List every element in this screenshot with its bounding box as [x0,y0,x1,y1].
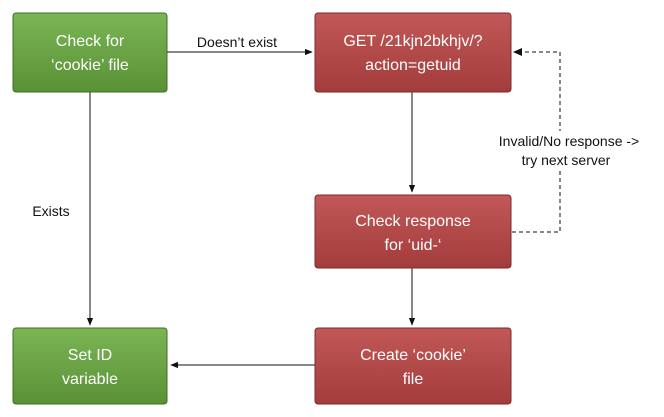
node-set-id-line2: variable [62,371,118,388]
edge-label-doesnt-exist: Doesn’t exist [197,34,277,50]
node-check-cookie: Check for ‘cookie’ file [12,12,168,93]
edge-label-invalid-line1: Invalid/No response -> [499,133,639,149]
node-set-id-line1: Set ID [68,347,112,364]
node-set-id: Set ID variable [12,327,168,405]
node-check-response: Check response for ‘uid-‘ [314,194,512,269]
node-check-response-line1: Check response [355,213,471,230]
node-get-request-line1: GET /21kjn2bkhjv/? [343,33,482,50]
node-create-cookie: Create ‘cookie’ file [314,327,512,405]
edge-label-invalid-line2: try next server [522,152,611,168]
edge-label-background [485,131,655,171]
edge-label-exists: Exists [32,203,69,219]
node-get-request: GET /21kjn2bkhjv/? action=getuid [314,12,512,93]
node-create-cookie-line2: file [403,371,424,388]
node-get-request-line2: action=getuid [365,57,461,74]
node-check-response-line2: for ‘uid-‘ [385,237,442,254]
node-check-cookie-line2: ‘cookie’ file [51,57,129,74]
node-create-cookie-line1: Create ‘cookie’ [360,347,466,364]
edge-invalid-retry [512,48,561,233]
node-check-cookie-line1: Check for [56,33,125,50]
